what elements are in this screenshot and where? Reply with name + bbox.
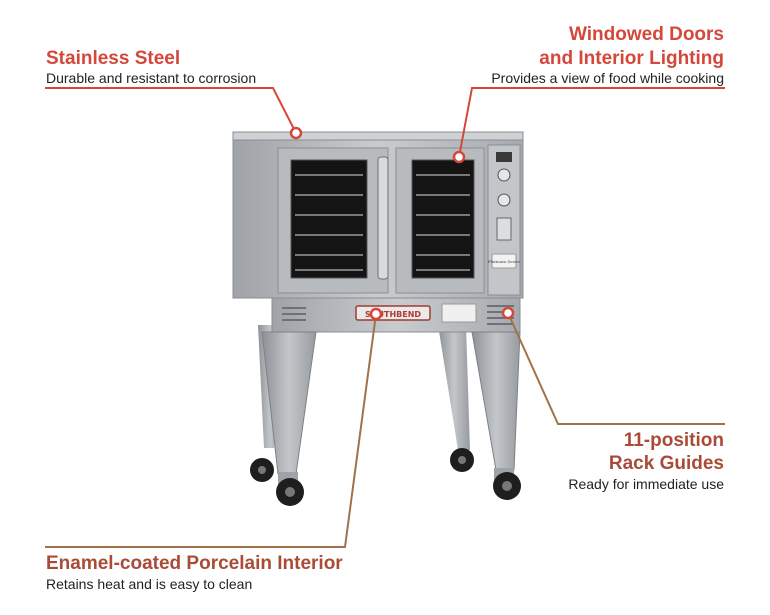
windowed-doors-description: Provides a view of food while cooking	[491, 70, 724, 86]
left-door-window	[290, 159, 368, 279]
rack-guides-title-line1: 11-position	[623, 430, 724, 451]
door-handle	[377, 156, 389, 280]
rack-guides-description: Ready for immediate use	[568, 476, 724, 492]
oven-top	[232, 131, 524, 141]
casters	[250, 448, 521, 506]
back-right-leg	[438, 325, 470, 450]
data-plate	[441, 303, 477, 323]
series-plate-label: Platinum Series	[488, 259, 520, 264]
porcelain-interior-title: Enamel-coated Porcelain Interior	[46, 553, 343, 574]
brand-plate-label: SOUTHBEND	[365, 310, 421, 319]
base-vents-left	[282, 307, 306, 321]
windowed-doors-title-line1: Windowed Doors	[569, 24, 724, 45]
rack-marker-dot	[501, 306, 515, 320]
right-racks	[416, 174, 470, 271]
stainless-marker-dot	[289, 126, 303, 140]
porcelain-marker-dot	[369, 307, 383, 321]
control-knob-1	[497, 168, 511, 182]
stainless-steel-description: Durable and resistant to corrosion	[46, 70, 257, 86]
windowed-marker-dot	[452, 150, 466, 164]
rack-leader-line	[507, 312, 725, 425]
front-left-leg	[261, 331, 317, 475]
left-racks	[295, 174, 363, 271]
windowed-doors-title-line2: and Interior Lighting	[539, 48, 724, 69]
rack-guides-title-line2: Rack Guides	[608, 453, 724, 474]
control-timer	[496, 217, 512, 241]
stainless-steel-title: Stainless Steel	[46, 48, 181, 69]
porcelain-interior-description: Retains heat and is easy to clean	[46, 576, 253, 592]
porcelain-leader-line	[45, 313, 377, 548]
front-right-leg	[471, 331, 521, 471]
control-switch	[496, 152, 512, 162]
stainless-leader-line	[45, 87, 297, 134]
control-knob-2	[497, 193, 511, 207]
windowed-leader-line	[458, 87, 725, 158]
right-door-window	[411, 159, 475, 279]
series-badge	[491, 253, 517, 269]
